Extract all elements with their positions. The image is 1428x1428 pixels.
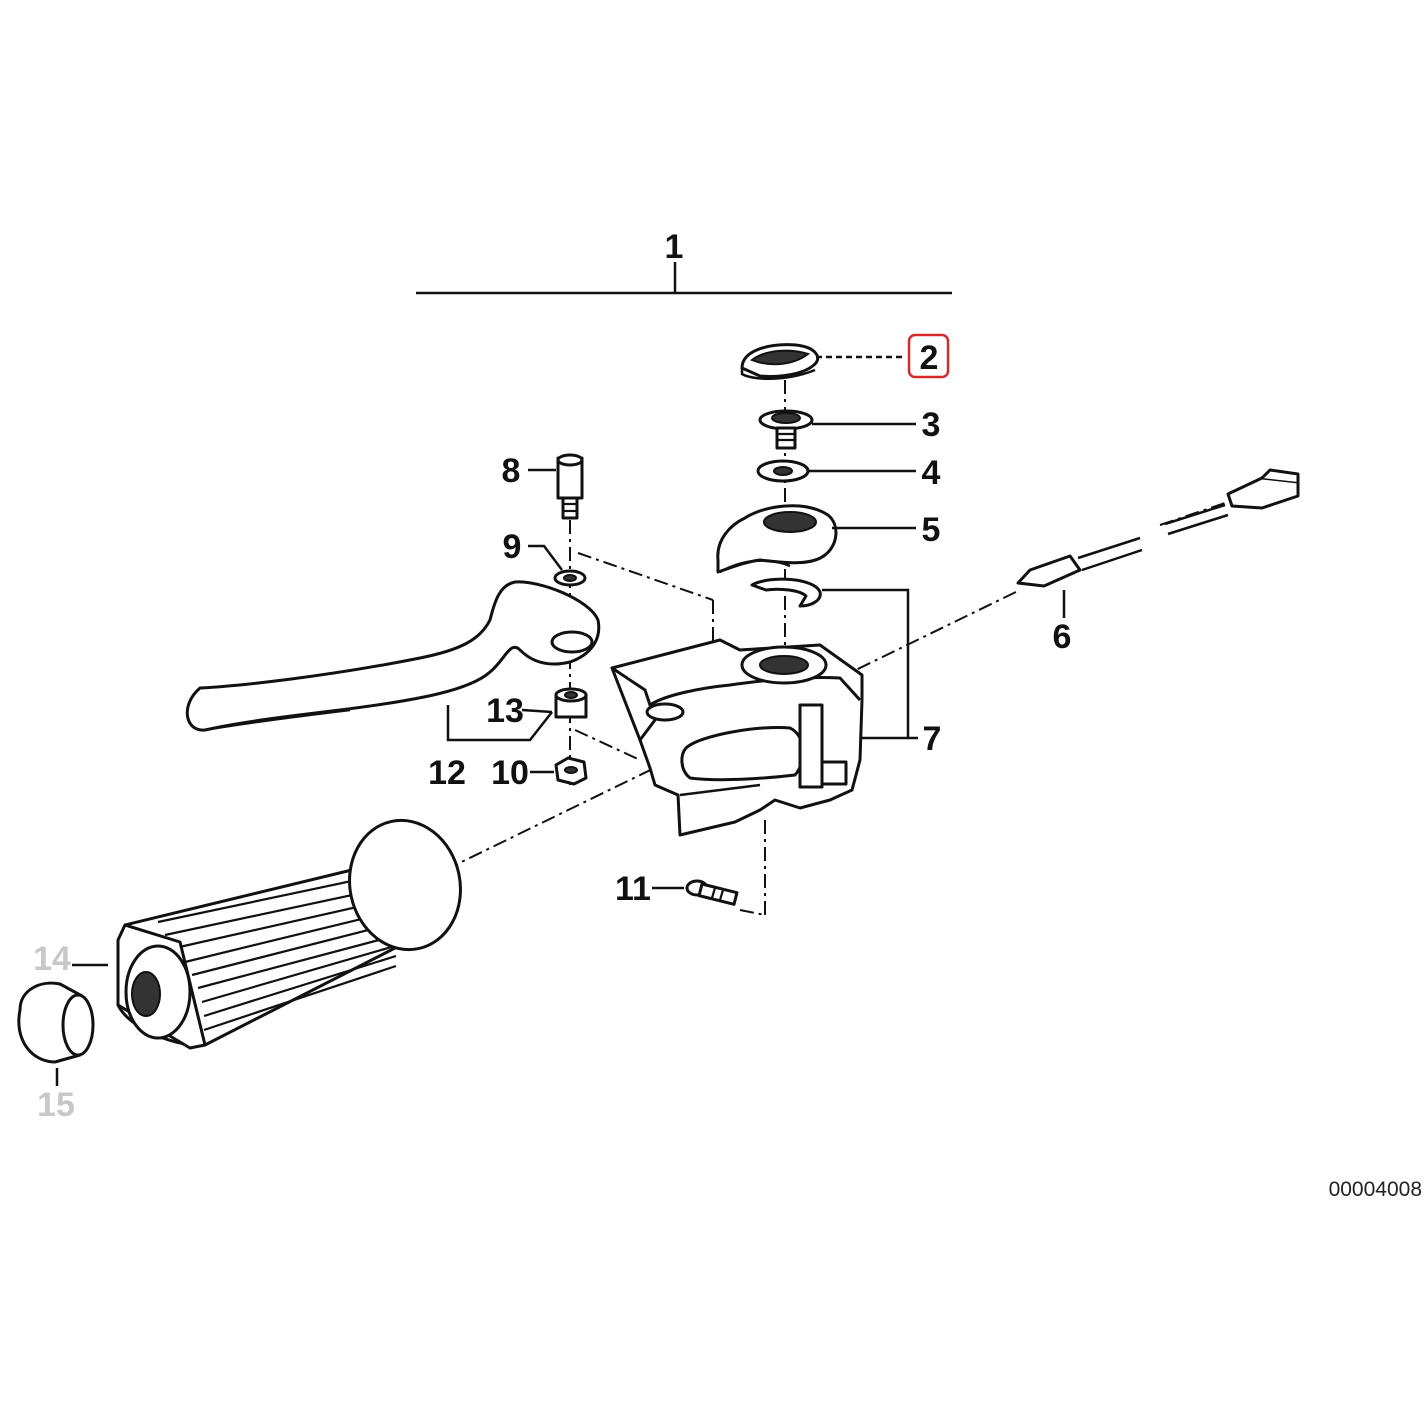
adjusting-screw-part[interactable] <box>758 409 814 450</box>
lever-nut-part[interactable] <box>554 756 588 786</box>
callout-2-highlight <box>907 333 950 379</box>
callout-13[interactable]: 13 <box>486 692 524 730</box>
bar-end-cap-part[interactable] <box>17 981 95 1064</box>
callout-7[interactable]: 7 <box>923 720 942 758</box>
washer-part[interactable] <box>756 459 810 483</box>
callout-10[interactable]: 10 <box>491 754 529 792</box>
grip-ribs <box>157 873 397 1032</box>
callout-11[interactable]: 11 <box>615 870 651 908</box>
bushing-part[interactable] <box>554 687 588 719</box>
callout-1[interactable]: 1 <box>665 228 684 266</box>
handlebar-grip-part[interactable] <box>116 810 472 1050</box>
callout-2[interactable]: 2 <box>920 339 939 377</box>
assembly-bracket <box>416 262 952 295</box>
pivot-pin-part[interactable] <box>556 453 584 520</box>
callout-3[interactable]: 3 <box>922 406 941 444</box>
clutch-lever-part[interactable] <box>185 580 601 732</box>
clamp-screw-part[interactable] <box>685 879 739 906</box>
callout-15[interactable]: 15 <box>37 1086 75 1124</box>
pin-washer-part[interactable] <box>553 569 587 587</box>
callout-6[interactable]: 6 <box>1053 618 1072 656</box>
lever-bracket-housing-part[interactable] <box>610 638 864 837</box>
callout-8[interactable]: 8 <box>502 452 521 490</box>
adjuster-lever-part[interactable] <box>716 504 838 574</box>
cover-cap-part[interactable] <box>740 343 820 381</box>
callout-5[interactable]: 5 <box>922 511 941 549</box>
callout-9[interactable]: 9 <box>503 528 522 566</box>
clutch-switch-part[interactable] <box>1016 468 1300 588</box>
callout-14[interactable]: 14 <box>33 940 71 978</box>
catalog-number: 00004008 <box>1329 1178 1422 1201</box>
callout-12[interactable]: 12 <box>428 754 466 792</box>
circlip-part[interactable] <box>750 577 822 608</box>
callout-labels: 1 2 3 4 5 6 7 8 9 10 11 12 13 14 15 <box>33 228 1071 1124</box>
callout-4[interactable]: 4 <box>922 454 941 492</box>
leader-lines <box>55 355 1066 1086</box>
